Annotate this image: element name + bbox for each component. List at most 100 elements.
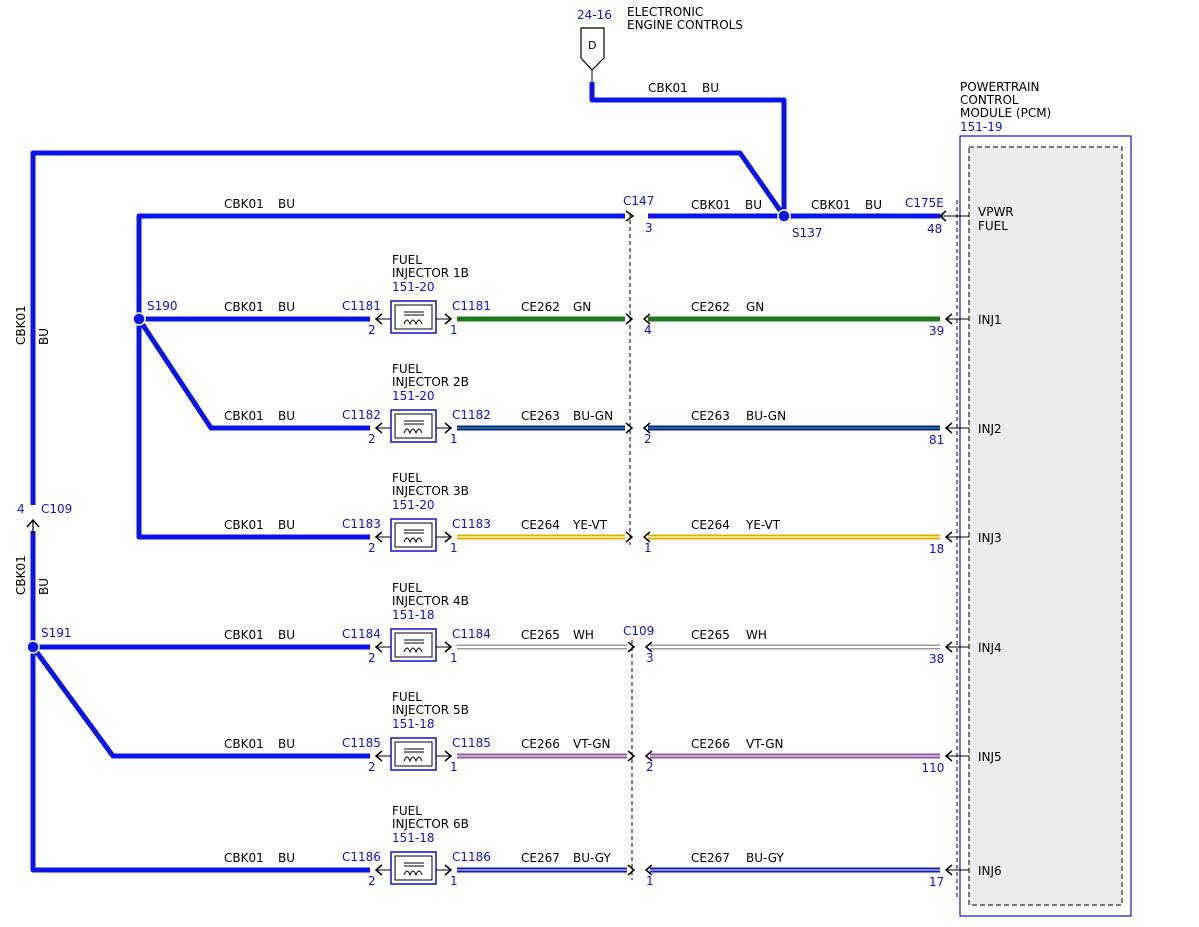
wire-s191-inj6 bbox=[30, 647, 370, 873]
injector-2-mid-arrow-right bbox=[642, 422, 651, 434]
injector-4-feed-circuit: CBK01 bbox=[224, 628, 264, 642]
injector-6-component[interactable] bbox=[390, 851, 437, 885]
vpwr-c147-arrow bbox=[625, 210, 635, 222]
injector-3-circuit-left: CE264 bbox=[521, 518, 560, 532]
splice-s137[interactable] bbox=[777, 209, 791, 223]
injector-6-mid-arrow-left bbox=[627, 864, 636, 876]
top-ref-label-line2: ENGINE CONTROLS bbox=[627, 18, 743, 32]
injector-2-color-right: BU-GN bbox=[746, 409, 786, 423]
injector-5-component[interactable] bbox=[390, 737, 437, 771]
injector-6-page-ref[interactable]: 151-18 bbox=[392, 831, 435, 845]
injector-3-pin-left: 2 bbox=[368, 541, 376, 555]
left-upper-circuit: CBK01 bbox=[14, 305, 28, 345]
top-wire-color: BU bbox=[702, 81, 719, 95]
injector-5-conn-left[interactable]: C1185 bbox=[342, 736, 381, 750]
injector-1-color-left: GN bbox=[573, 300, 591, 314]
bu-wires bbox=[30, 82, 940, 873]
injector-2-component[interactable] bbox=[390, 409, 437, 443]
injector-4-conn-left[interactable]: C1184 bbox=[342, 627, 381, 641]
injector-4-coil-icon bbox=[403, 647, 423, 654]
injector-3-feed-circuit: CBK01 bbox=[224, 518, 264, 532]
injector-4-title-line2: INJECTOR 4B bbox=[392, 594, 469, 608]
pcm-title-line1: POWERTRAIN bbox=[960, 80, 1040, 94]
injector-4-title-line1: FUEL bbox=[392, 581, 422, 595]
injector-1-title-line2: INJECTOR 1B bbox=[392, 266, 469, 280]
c147-label[interactable]: C147 bbox=[623, 194, 654, 208]
injector-4-conn-right[interactable]: C1184 bbox=[452, 627, 491, 641]
injector-6-mid-arrow-right bbox=[644, 864, 653, 876]
injector-1-conn-left[interactable]: C1181 bbox=[342, 299, 381, 313]
splice-s190[interactable] bbox=[132, 312, 146, 326]
injector-1-pin-right: 1 bbox=[450, 323, 458, 337]
vpwr-left-circuit: CBK01 bbox=[224, 197, 264, 211]
c147-pin: 3 bbox=[645, 221, 653, 235]
injector-5-pin-left: 2 bbox=[368, 760, 376, 774]
injector-4-page-ref[interactable]: 151-18 bbox=[392, 608, 435, 622]
pcm-title-line2: CONTROL bbox=[960, 93, 1019, 107]
injector-4-component[interactable] bbox=[390, 628, 437, 662]
injector-5-feed-color: BU bbox=[278, 737, 295, 751]
injector-3-conn-left[interactable]: C1183 bbox=[342, 517, 381, 531]
injector-2-pin-left: 2 bbox=[368, 432, 376, 446]
injector-6-feed-circuit: CBK01 bbox=[224, 851, 264, 865]
injector-2-coil-icon bbox=[403, 428, 423, 435]
injector-3-pcm-label: INJ3 bbox=[978, 531, 1002, 545]
injector-6-coil-icon bbox=[403, 870, 423, 877]
injector-5-page-ref[interactable]: 151-18 bbox=[392, 717, 435, 731]
vpwr-pcm-pin-line2: FUEL bbox=[978, 219, 1008, 233]
injector-1-circuit-right: CE262 bbox=[691, 300, 730, 314]
vpwr-right-circuit: CBK01 bbox=[811, 198, 851, 212]
injector-1-component-inner bbox=[394, 304, 433, 330]
injector-3-conn-right[interactable]: C1183 bbox=[452, 517, 491, 531]
injector-3-title-line2: INJECTOR 3B bbox=[392, 484, 469, 498]
injector-5-coil-icon bbox=[403, 756, 423, 763]
injector-3-pin-right: 1 bbox=[450, 541, 458, 555]
injector-5-conn-right[interactable]: C1185 bbox=[452, 736, 491, 750]
injector-4-color-right: WH bbox=[746, 628, 767, 642]
injector-1-component[interactable] bbox=[390, 300, 437, 334]
pcm-inner-body bbox=[968, 146, 1123, 906]
injector-2-conn-left[interactable]: C1182 bbox=[342, 408, 381, 422]
injector-5-component-inner bbox=[394, 741, 433, 767]
top-ref-connector-shape[interactable] bbox=[580, 27, 605, 71]
injector-5-pcm-label: INJ5 bbox=[978, 750, 1002, 764]
injector-5-mid-arrow-left bbox=[627, 750, 636, 762]
injector-2-page-ref[interactable]: 151-20 bbox=[392, 389, 435, 403]
injector-3-component[interactable] bbox=[390, 518, 437, 552]
injector-1-coil-icon bbox=[403, 319, 423, 326]
injector-3-mid-arrow-left bbox=[625, 531, 634, 543]
injector-1-feed-circuit: CBK01 bbox=[224, 300, 264, 314]
injector-4-pcm-pin: 38 bbox=[929, 652, 944, 666]
injector-6-conn-left[interactable]: C1186 bbox=[342, 850, 381, 864]
injector-1-page-ref[interactable]: 151-20 bbox=[392, 280, 435, 294]
injector-1-mid-pin: 4 bbox=[644, 323, 652, 337]
injector-5-pin-right: 1 bbox=[450, 760, 458, 774]
injector-5-circuit-right: CE266 bbox=[691, 737, 730, 751]
injector-6-conn-right[interactable]: C1186 bbox=[452, 850, 491, 864]
pcm-page-ref[interactable]: 151-19 bbox=[960, 120, 1003, 134]
injector-1-title-line1: FUEL bbox=[392, 253, 422, 267]
c109-mid-label[interactable]: C109 bbox=[623, 624, 654, 638]
injector-2-mid-pin: 2 bbox=[644, 432, 652, 446]
injector-6-pin-right: 1 bbox=[450, 874, 458, 888]
injector-3-mid-arrow-right bbox=[642, 531, 651, 543]
c109-left-pin: 4 bbox=[17, 502, 25, 516]
injector-1-mid-arrow-right bbox=[642, 313, 651, 325]
injector-6-color-left: BU-GY bbox=[573, 851, 611, 865]
injector-2-conn-right[interactable]: C1182 bbox=[452, 408, 491, 422]
injector-5-color-right: VT-GN bbox=[746, 737, 783, 751]
c175e-label[interactable]: C175E bbox=[905, 196, 944, 210]
injector-2-title-line2: INJECTOR 2B bbox=[392, 375, 469, 389]
injector-2-feed-color: BU bbox=[278, 409, 295, 423]
injector-6-pcm-pin: 17 bbox=[929, 875, 944, 889]
injector-2-pin-right: 1 bbox=[450, 432, 458, 446]
splice-s191[interactable] bbox=[26, 640, 40, 654]
injector-1-conn-right[interactable]: C1181 bbox=[452, 299, 491, 313]
c109-left-label[interactable]: C109 bbox=[41, 502, 72, 516]
injector-2-title-line1: FUEL bbox=[392, 362, 422, 376]
injector-3-circuit-right: CE264 bbox=[691, 518, 730, 532]
injector-3-page-ref[interactable]: 151-20 bbox=[392, 498, 435, 512]
top-ref-page[interactable]: 24-16 bbox=[577, 8, 612, 22]
injector-6-color-right: BU-GY bbox=[746, 851, 784, 865]
